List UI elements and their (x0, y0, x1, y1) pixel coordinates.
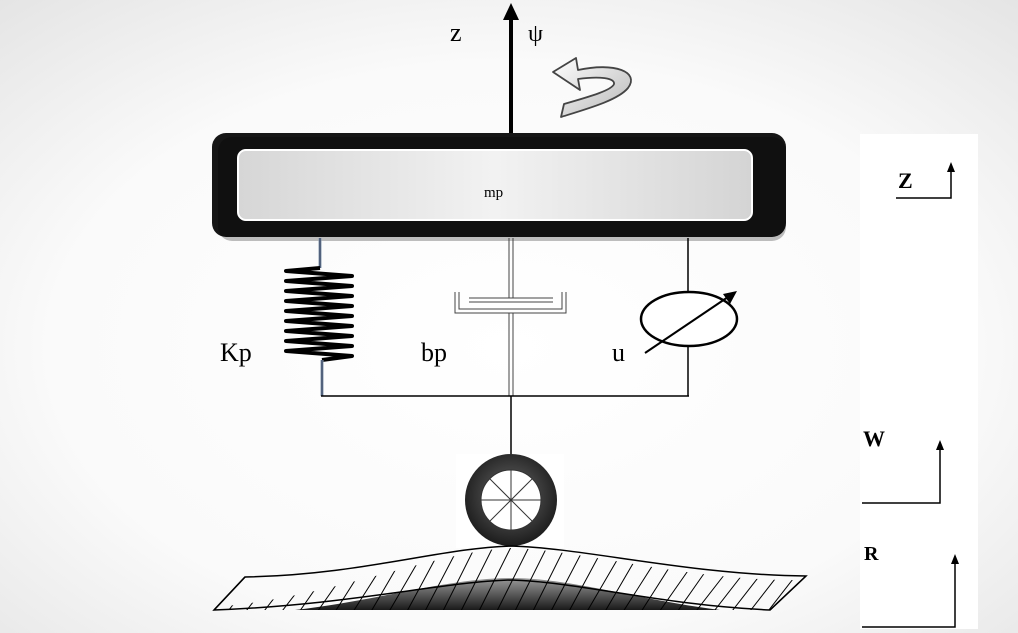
z-axis-arrow (503, 3, 519, 135)
panel-label-r: R (864, 543, 879, 565)
reference-panel: Z W R (860, 134, 978, 629)
mass-block (212, 133, 786, 241)
connection-lines (321, 395, 689, 458)
w-reference-marker: W (862, 426, 944, 504)
damper-label: bp (421, 338, 447, 367)
curved-rotation-arrow-icon (552, 57, 632, 118)
spring-element (284, 238, 354, 396)
z-axis-label: z (450, 18, 462, 47)
panel-label-w: W (863, 426, 885, 451)
r-reference-marker: R (862, 543, 959, 628)
actuator-label: u (612, 338, 625, 367)
psi-label: ψ (528, 21, 543, 47)
mass-label: mp (484, 185, 503, 201)
z-reference-marker: Z (896, 162, 955, 199)
damper-element (454, 238, 567, 396)
panel-label-z: Z (898, 168, 913, 193)
actuator-element (639, 238, 739, 396)
wheel-icon (456, 454, 564, 548)
road-bump-icon (212, 545, 808, 611)
spring-label: Kp (220, 338, 252, 367)
